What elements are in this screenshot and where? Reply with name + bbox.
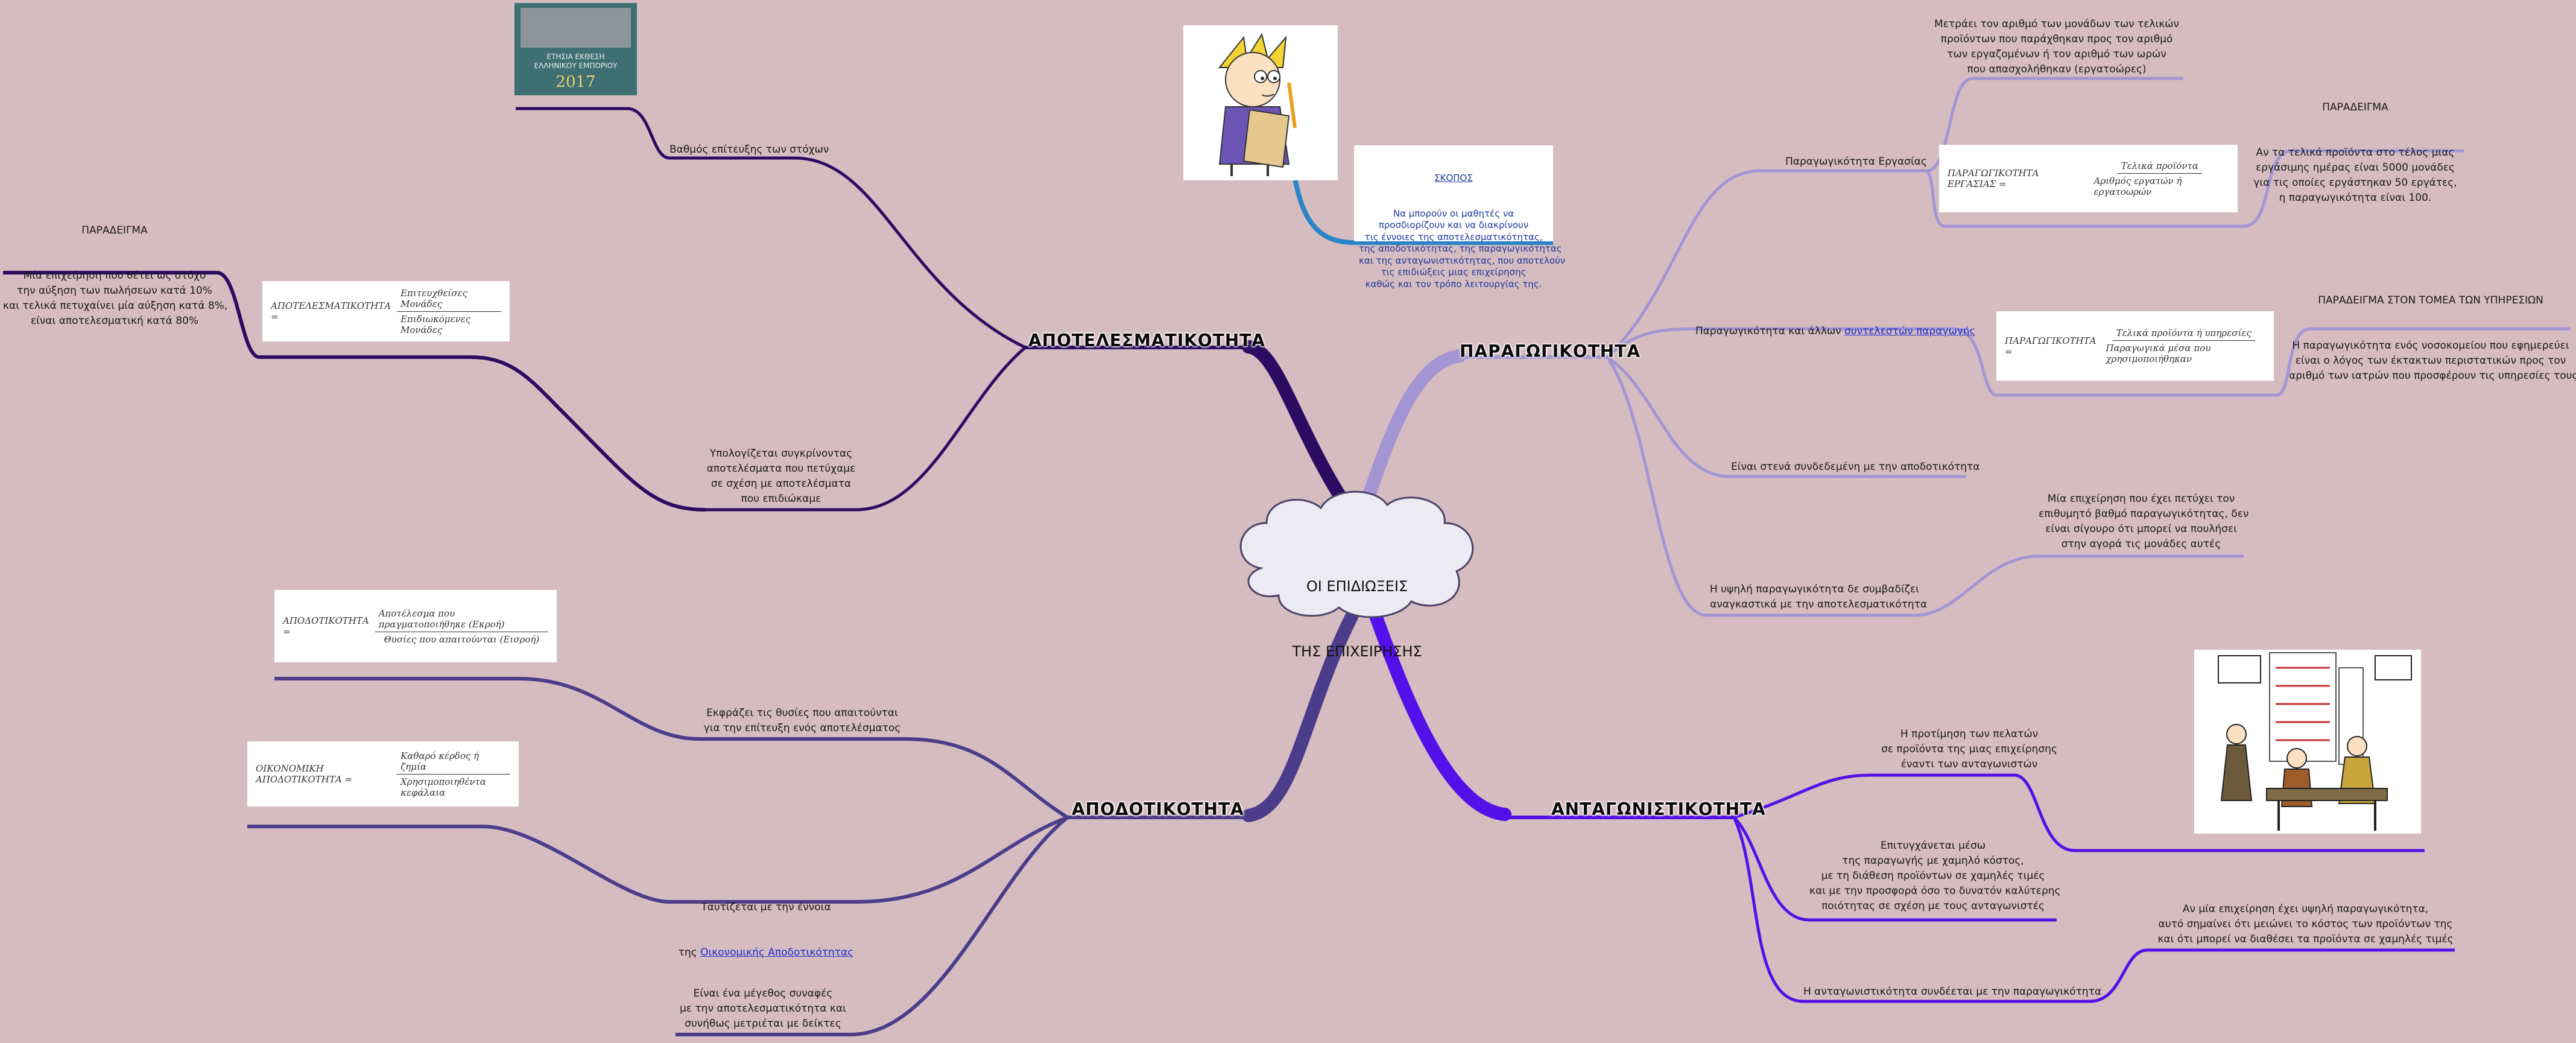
productivity-high-company[interactable]: Μία επιχείρηση που έχει πετύχει τον επιθ… [2039, 493, 2249, 550]
connector-competitiveness-linked [1732, 816, 2455, 1003]
productivity-example2-text: Η παραγωγικότητα ενός νοσοκομείου που εφ… [2289, 340, 2576, 382]
cover-line2: ΕΛΛΗΝΙΚΟΥ ΕΜΠΟΡΙΟΥ [534, 62, 618, 70]
connector-productivity-highnot [1606, 356, 2244, 617]
labor-productivity-formula-num: Τελικά προϊόντα [2117, 160, 2202, 174]
efficiency-formula-den: Θυσίες που απαιτούνται (Εισροή) [384, 633, 540, 645]
connector-efficiency-magnitude [676, 816, 1069, 1036]
productivity-related[interactable]: Είναι στενά συνδεδεμένη με την αποδοτικό… [1731, 461, 1980, 473]
branch-productivity[interactable]: ΠΑΡΑΓΩΓΙΚΟΤΗΤΑ [1460, 341, 1641, 361]
central-title-line2: ΤΗΣ ΕΠΙΧΕΙΡΗΣΗΣ [1292, 643, 1422, 660]
productivity-formula-num: Τελικά προϊόντα ή υπηρεσίες [2112, 328, 2255, 341]
efficiency-identified-line1: Ταυτίζεται με την έννοια [701, 901, 831, 913]
productivity-example1[interactable]: ΠΑΡΑΔΕΙΓΜΑ Αν τα τελικά προϊόντα στο τέλ… [2250, 70, 2461, 221]
connector-formula2-example2 [2276, 327, 2571, 397]
connector-effectiveness-example [3, 271, 260, 359]
effectiveness-example[interactable]: ΠΑΡΑΔΕΙΓΜΑ Μία επιχείρηση που θέτει ως σ… [3, 193, 228, 344]
connector-competitiveness-preference [1733, 773, 2425, 852]
labor-productivity-formula-label: ΠΑΡΑΓΩΓΙΚΟΤΗΤΑ ΕΡΓΑΣΙΑΣ = [1948, 168, 2039, 189]
productivity-formula: ΠΑΡΑΓΩΓΙΚΟΤΗΤΑ = Τελικά προϊόντα ή υπηρε… [1996, 311, 2274, 381]
connector-center-effectiveness [1242, 340, 1358, 519]
goal-title: ΣΚΟΠΟΣ [1434, 173, 1473, 183]
efficiency-formula-label: ΑΠΟΔΟΤΙΚΟΤΗΤΑ = [283, 615, 369, 637]
connector-formula-example1 [2243, 149, 2464, 228]
connector-labor-formula [1925, 170, 2244, 228]
competitiveness-linked[interactable]: Η ανταγωνιστικότητα συνδέεται με την παρ… [1803, 986, 2102, 998]
goal-text: Να μπορούν οι μαθητές να προσδιορίζουν κ… [1359, 208, 1566, 290]
economic-efficiency-formula-label: ΟΙΚΟΝΟΜΙΚΗ ΑΠΟΔΟΤΙΚΟΤΗΤΑ = [256, 763, 353, 785]
branch-efficiency[interactable]: ΑΠΟΔΟΤΙΚΟΤΗΤΑ [1072, 799, 1244, 819]
productivity-other-prefix: Παραγωγικότητα και άλλων [1695, 325, 1845, 337]
connector-effectiveness-goal-degree [516, 107, 1027, 349]
effectiveness-example-text: Μία επιχείρηση που θέτει ως στόχο την αύ… [3, 270, 228, 327]
productivity-example1-title: ΠΑΡΑΔΕΙΓΜΑ [2322, 101, 2388, 113]
effectiveness-formula: ΑΠΟΤΕΛΕΣΜΑΤΙΚΟΤΗΤΑ = Επιτευχθείσες Μονάδ… [262, 281, 510, 341]
central-cloud [1239, 490, 1474, 618]
productivity-example2-title: ΠΑΡΑΔΕΙΓΜΑ ΣΤΟΝ ΤΟΜΕΑ ΤΩΝ ΥΠΗΡΕΣΙΩΝ [2318, 294, 2543, 306]
effectiveness-formula-label: ΑΠΟΤΕΛΕΣΜΑΤΙΚΟΤΗΤΑ = [271, 300, 391, 322]
cartoon-student-illustration [1183, 25, 1338, 180]
productivity-measures[interactable]: Μετράει τον αριθμό των μονάδων των τελικ… [1934, 18, 2179, 75]
productivity-example2[interactable]: ΠΑΡΑΔΕΙΓΜΑ ΣΤΟΝ ΤΟΜΕΑ ΤΩΝ ΥΠΗΡΕΣΙΩΝ Η πα… [2289, 263, 2576, 399]
effectiveness-computed[interactable]: Υπολογίζεται συγκρίνοντας αποτελέσματα π… [706, 448, 856, 505]
central-title-line1: ΟΙ ΕΠΙΔΙΩΞΕΙΣ [1306, 578, 1408, 595]
efficiency-formula-num: Αποτέλεσμα που πραγματοποιήθηκε (Εκροή) [375, 608, 548, 632]
effectiveness-example-title: ΠΑΡΑΔΕΙΓΜΑ [81, 224, 148, 236]
productivity-example1-text: Αν τα τελικά προϊόντα στο τέλος μιας εργ… [2253, 147, 2457, 204]
efficiency-identified[interactable]: Ταυτίζεται με την έννοια της Οικονομικής… [676, 870, 856, 975]
efficiency-magnitude[interactable]: Είναι ένα μέγεθος συναφές με την αποτελε… [680, 988, 846, 1030]
economic-efficiency-link[interactable]: Οικονομικής Αποδοτικότητας [700, 946, 854, 959]
branch-effectiveness[interactable]: ΑΠΟΤΕΛΕΣΜΑΤΙΚΟΤΗΤΑ [1028, 331, 1265, 350]
productivity-high-not[interactable]: Η υψηλή παραγωγικότητα δε συμβαδίζει ανα… [1710, 583, 1928, 610]
connector-productivity-other [1606, 327, 2277, 397]
production-factors-link[interactable]: συντελεστών παραγωγής [1844, 325, 1976, 337]
economic-efficiency-formula-num: Καθαρό κέρδος ή ζημία [397, 750, 510, 775]
economic-efficiency-formula: ΟΙΚΟΝΟΜΙΚΗ ΑΠΟΔΟΤΙΚΟΤΗΤΑ = Καθαρό κέρδος… [247, 741, 519, 807]
annual-report-cover: ΕΤΗΣΙΑ ΕΚΘΕΣΗ ΕΛΛΗΝΙΚΟΥ ΕΜΠΟΡΙΟΥ 2017 [514, 3, 637, 95]
connector-labor-measures [1926, 77, 2183, 173]
effectiveness-goal-degree[interactable]: Βαθμός επίτευξης των στόχων [669, 144, 829, 156]
productivity-other-factors[interactable]: Παραγωγικότητα και άλλων συντελεστών παρ… [1689, 309, 1976, 339]
cover-line1: ΕΤΗΣΙΑ ΕΚΘΕΣΗ [546, 52, 605, 61]
connector-center-competitiveness [1362, 591, 1511, 821]
connector-efficiency-sacrifices [274, 677, 1069, 819]
effectiveness-formula-num: Επιτευχθείσες Μονάδες [397, 288, 501, 312]
competitiveness-achieved[interactable]: Επιτυγχάνεται μέσω της παραγωγής με χαμη… [1809, 840, 2061, 912]
economic-efficiency-formula-den: Χρησιμοποιηθέντα κεφάλαια [400, 776, 486, 798]
productivity-labor[interactable]: Παραγωγικότητα Εργασίας [1785, 156, 1927, 168]
competitiveness-preference[interactable]: Η προτίμηση των πελατών σε προϊόντα της … [1881, 728, 2057, 770]
classroom-illustration [2194, 650, 2421, 834]
efficiency-identified-prefix: της [678, 946, 701, 959]
connector-competitiveness-achieved [1733, 816, 2057, 922]
connector-effectiveness-formula [259, 355, 706, 512]
connector-productivity-labor [1606, 169, 1927, 358]
central-topic[interactable]: ΟΙ ΕΠΙΔΙΩΞΕΙΣ ΤΗΣ ΕΠΙΧΕΙΡΗΣΗΣ [1273, 532, 1441, 684]
connector-efficiency-identified [247, 816, 1069, 904]
productivity-formula-den: Παραγωγικά μέσα που χρησιμοποιήθηκαν [2106, 343, 2211, 364]
efficiency-formula: ΑΠΟΔΟΤΙΚΟΤΗΤΑ = Αποτέλεσμα που πραγματοπ… [274, 590, 557, 662]
branch-competitiveness[interactable]: ΑΝΤΑΓΩΝΙΣΤΙΚΟΤΗΤΑ [1551, 799, 1766, 819]
labor-productivity-formula-den: Αριθμός εργατών ή εργατοωρών [2093, 175, 2182, 197]
connector-center-efficiency [1242, 594, 1367, 822]
labor-productivity-formula: ΠΑΡΑΓΩΓΙΚΟΤΗΤΑ ΕΡΓΑΣΙΑΣ = Τελικά προϊόντ… [1939, 145, 2238, 212]
productivity-formula-label: ΠΑΡΑΓΩΓΙΚΟΤΗΤΑ = [2005, 335, 2097, 357]
connector-effectiveness-computed [706, 346, 1027, 512]
cover-year: 2017 [555, 73, 596, 91]
competitiveness-high-company[interactable]: Αν μία επιχείρηση έχει υψηλή παραγωγικότ… [2157, 903, 2454, 945]
efficiency-sacrifices[interactable]: Εκφράζει τις θυσίες που απαιτούνται για … [703, 707, 901, 734]
goal-box[interactable]: ΣΚΟΠΟΣ Να μπορούν οι μαθητές να προσδιορ… [1354, 145, 1565, 290]
connector-productivity-related [1606, 355, 1966, 478]
effectiveness-formula-den: Επιδιωκόμενες Μονάδες [400, 313, 471, 335]
connector-center-productivity [1356, 349, 1466, 519]
